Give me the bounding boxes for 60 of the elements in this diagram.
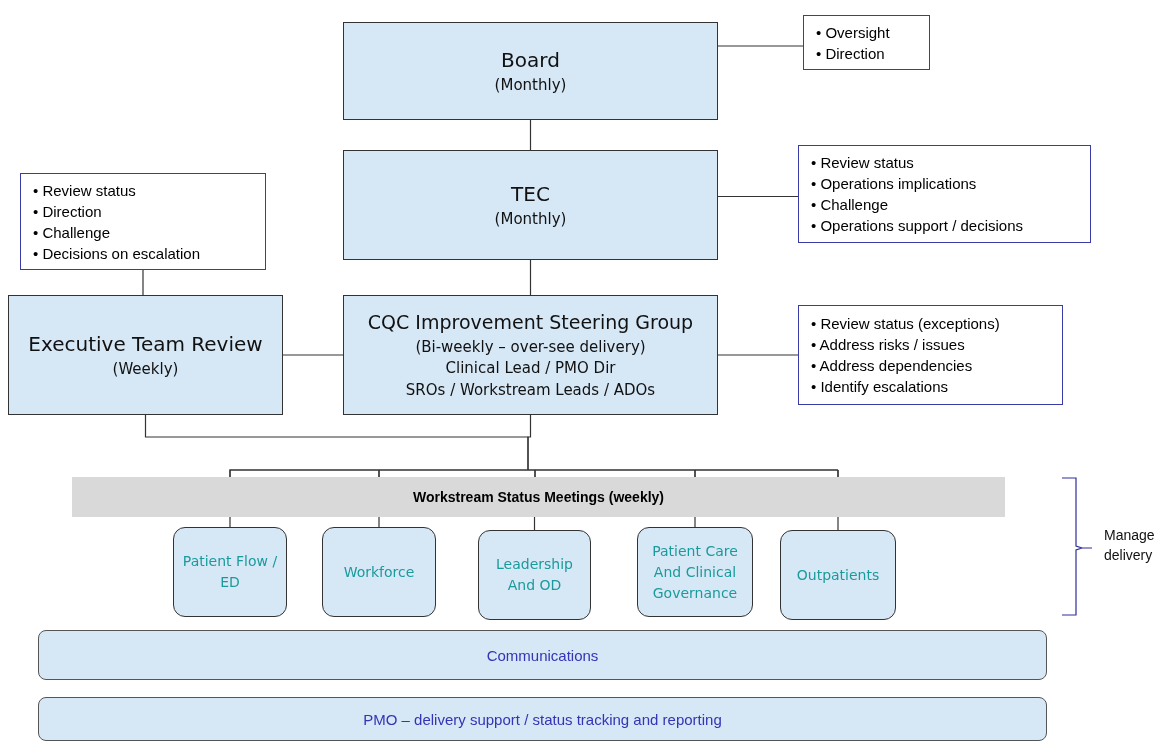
box-title: Board (501, 47, 560, 75)
bullet-item: • Direction (816, 43, 886, 64)
bullet-item: • Operations support / decisions (811, 216, 1024, 236)
bullet-item: • Review status (exceptions) (811, 314, 1000, 334)
bullet-item: • Review status (811, 153, 915, 173)
bullet-item: • Identify escalations (811, 377, 949, 397)
box-title: TEC (511, 181, 550, 209)
header-bar (72, 477, 1005, 517)
bullet-item: • Address dependencies (811, 356, 974, 376)
bullet-item: • Oversight (816, 22, 890, 43)
box-subtitle: (Monthly) (494, 75, 567, 97)
process-box (8, 295, 283, 415)
note-box (803, 15, 930, 70)
box-label: PMO – delivery support / status tracking and reporting (363, 710, 722, 728)
box-label: Communications (486, 646, 599, 664)
box-label: Patient Flow / ED (181, 552, 279, 592)
note-box (798, 145, 1091, 243)
box-subtitle: SROs / Workstream Leads / ADOs (405, 380, 656, 402)
connector-line (837, 516, 839, 531)
box-title: CQC Improvement Steering Group (367, 310, 694, 336)
box-label: Patient Care And Clinical Governance (651, 541, 739, 603)
box-label: Outpatients (796, 565, 880, 585)
box-subtitle: Clinical Lead / PMO Dir (445, 358, 616, 380)
workstream-box (322, 527, 436, 617)
process-box (343, 150, 718, 260)
workstream-box (478, 530, 591, 620)
note-box (20, 173, 266, 270)
connector-line (717, 45, 804, 47)
connector-line (717, 195, 799, 198)
bullet-item: • Challenge (811, 195, 889, 215)
connector-line (378, 516, 380, 528)
connector-line (694, 516, 696, 528)
process-box (343, 295, 718, 415)
box-subtitle: (Weekly) (112, 359, 179, 381)
box-subtitle: (Bi-weekly – over-see delivery) (415, 336, 646, 358)
banner-box (38, 697, 1047, 741)
connector-line (717, 354, 799, 356)
box-title: Executive Team Review (28, 331, 263, 359)
connector-line (529, 119, 532, 151)
bullet-item: • Decisions on escalation (33, 243, 200, 264)
connector-line (282, 354, 344, 356)
note-box (798, 305, 1063, 405)
box-label: Leadership And OD (495, 555, 574, 595)
bullet-item: • Address risks / issues (811, 335, 966, 355)
bar-title: Workstream Status Meetings (weekly) (412, 489, 664, 505)
box-label: Workforce (343, 562, 415, 582)
workstream-box (780, 530, 896, 620)
bullet-item: • Review status (33, 180, 137, 201)
process-box (343, 22, 718, 120)
bullet-item: • Direction (33, 201, 103, 222)
workstream-box (173, 527, 287, 617)
bullet-item: • Operations implications (811, 174, 978, 194)
workstream-box (637, 527, 753, 617)
connector-line (229, 516, 231, 528)
bracket-label: Manage delivery (1104, 526, 1156, 566)
banner-box (38, 630, 1047, 680)
bullet-item: • Challenge (33, 222, 111, 243)
box-subtitle: (Monthly) (494, 209, 567, 231)
connector-line (142, 269, 144, 296)
connector-line (529, 259, 532, 296)
